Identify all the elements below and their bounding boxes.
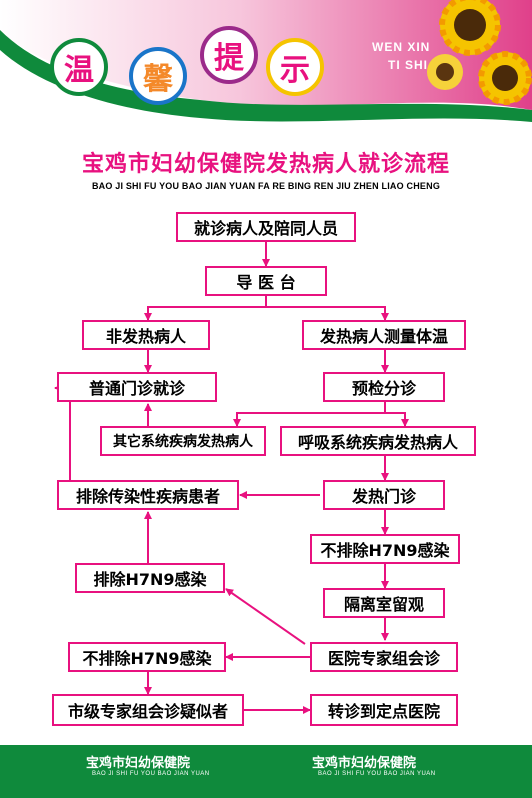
flow-node-isolation: 隔离室留观 (323, 588, 445, 618)
footer-left-pinyin: BAO JI SHI FU YOU BAO JIAN YUAN (92, 771, 210, 777)
sunflower-image (427, 0, 532, 105)
footer-right-pinyin: BAO JI SHI FU YOU BAO JIAN YUAN (318, 771, 436, 777)
header-pinyin-line2: TI SHI (388, 58, 429, 72)
arrow-n15-n12 (225, 588, 306, 645)
flow-node-not-exclude-h7n9-1: 不排除H7N9感染 (310, 534, 460, 564)
header-char-ti: 提 (200, 26, 258, 84)
flow-node-guide-desk: 导 医 台 (205, 266, 327, 296)
flow-node-exclude-infectious: 排除传染性疾病患者 (57, 480, 239, 510)
flow-node-general-clinic: 普通门诊就诊 (57, 372, 217, 402)
footer-bar (0, 745, 532, 798)
header-char-xin: 馨 (129, 47, 187, 105)
flow-node-city-experts: 市级专家组会诊疑似者 (52, 694, 244, 726)
header-pinyin-line1: WEN XIN (372, 40, 431, 54)
connector-n6-n7 (233, 402, 386, 427)
flow-node-fever-temp: 发热病人测量体温 (302, 320, 466, 350)
footer-right-name: 宝鸡市妇幼保健院 (312, 756, 417, 771)
connector-n2-split (144, 296, 267, 321)
flow-node-non-fever: 非发热病人 (82, 320, 210, 350)
header-char-wen: 温 (50, 38, 108, 96)
page-title: 宝鸡市妇幼保健院发热病人就诊流程 (81, 152, 450, 177)
flow-node-triage: 预检分诊 (323, 372, 445, 402)
connector-n6-n8 (385, 412, 409, 427)
page-subtitle: BAO JI SHI FU YOU BAO JIAN YUAN FA RE BI… (91, 181, 441, 191)
flow-node-other-system: 其它系统疾病发热病人 (100, 426, 266, 456)
header-char-shi: 示 (266, 38, 324, 96)
flow-node-not-exclude-h7n9-2: 不排除H7N9感染 (68, 642, 226, 672)
footer-left-name: 宝鸡市妇幼保健院 (86, 756, 191, 771)
flow-node-respiratory: 呼吸系统疾病发热病人 (280, 426, 476, 456)
flow-node-exclude-h7n9: 排除H7N9感染 (75, 563, 225, 593)
flow-node-hospital-experts: 医院专家组会诊 (310, 642, 458, 672)
connector-n2-n4 (266, 306, 389, 321)
flow-node-fever-clinic: 发热门诊 (323, 480, 445, 510)
flow-node-patients: 就诊病人及陪同人员 (176, 212, 356, 242)
flow-node-transfer: 转诊到定点医院 (310, 694, 458, 726)
